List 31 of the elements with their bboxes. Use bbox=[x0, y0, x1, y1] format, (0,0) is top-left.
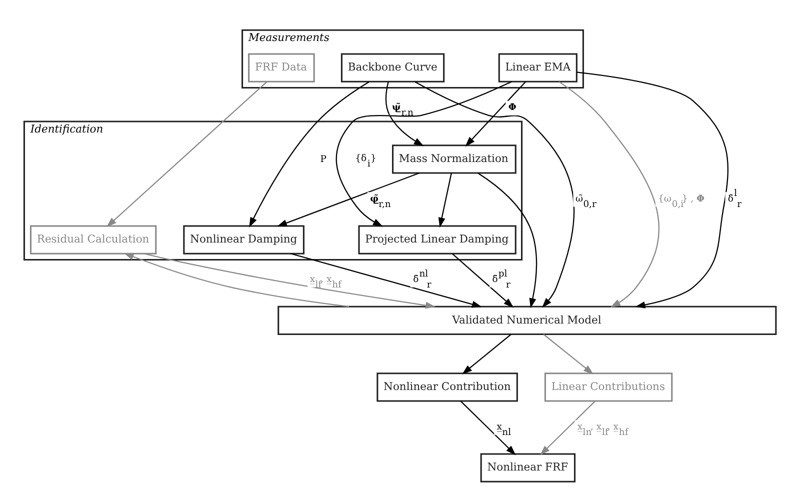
arrow bbox=[414, 81, 575, 308]
node-box: Nonlinear FRF bbox=[480, 453, 576, 482]
arrow bbox=[144, 253, 436, 309]
arrow bbox=[460, 400, 516, 456]
node-box: Backbone Curve bbox=[340, 53, 445, 82]
arrow bbox=[465, 81, 526, 147]
node-box: Validated Numerical Model bbox=[278, 306, 777, 335]
arrow bbox=[249, 81, 370, 228]
node-box: Linear EMA bbox=[498, 53, 578, 82]
edge-label: Φ bbox=[508, 102, 516, 114]
node-box: Residual Calculation bbox=[30, 225, 157, 254]
arrow bbox=[438, 172, 452, 228]
arrow bbox=[124, 253, 350, 308]
arrow bbox=[336, 81, 512, 227]
node-box: Projected Linear Damping bbox=[358, 225, 516, 254]
node-box: Linear Contributions bbox=[544, 372, 673, 402]
node-box: Mass Normalization bbox=[392, 144, 516, 174]
arrow bbox=[576, 72, 728, 308]
arrow bbox=[462, 334, 512, 374]
arrow bbox=[558, 81, 660, 308]
node-box: FRF Data bbox=[248, 53, 315, 82]
arrow bbox=[543, 334, 594, 374]
arrow bbox=[540, 400, 596, 456]
arrow bbox=[276, 172, 420, 227]
node-box: Nonlinear Damping bbox=[183, 225, 304, 254]
arrow bbox=[106, 81, 268, 228]
arrow bbox=[385, 82, 424, 146]
arrow bbox=[477, 172, 538, 308]
arrow bbox=[290, 253, 482, 308]
edge-label: P bbox=[320, 154, 326, 165]
node-box: Nonlinear Contribution bbox=[376, 372, 518, 402]
